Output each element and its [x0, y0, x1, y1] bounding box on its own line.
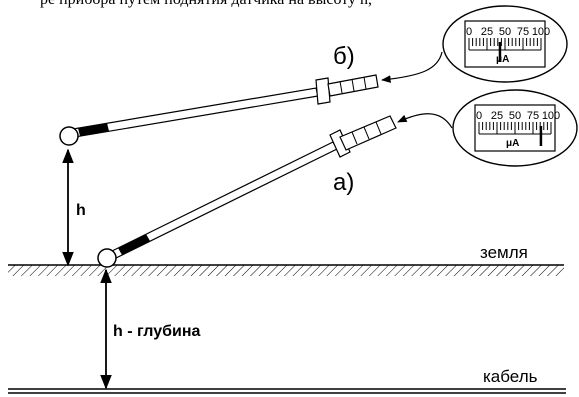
probe-b: [59, 74, 379, 146]
meter-top-tick-label: 75: [517, 26, 529, 38]
meter-top-tick-label: 50: [499, 26, 511, 38]
probe-a: [97, 115, 397, 268]
cable-line: [8, 388, 566, 394]
height-label: h: [76, 202, 86, 219]
cable-label: кабель: [483, 367, 538, 386]
meter-top-tick-label: 0: [466, 26, 472, 38]
ground-label: земля: [480, 243, 528, 262]
ground-surface: [8, 264, 564, 276]
wire-a: [397, 113, 453, 129]
meter-bottom-tick-label: 75: [527, 110, 539, 122]
meter-bottom-unit: μA: [506, 138, 519, 149]
meter-bottom-tick-label: 0: [476, 110, 482, 122]
position-b-label: б): [333, 43, 355, 70]
wire-b: [381, 51, 443, 83]
meter-bottom-tick-label: 50: [509, 110, 521, 122]
position-a-label: а): [333, 169, 354, 196]
meter-top-tick-label: 100: [532, 26, 550, 38]
meter-bottom-tick-label: 100: [542, 110, 560, 122]
meter-top-unit: μA: [496, 54, 509, 65]
caption-fragment: ре прибора путем поднятия датчика на выс…: [40, 0, 372, 9]
meter-bottom-tick-label: 25: [491, 110, 503, 122]
meter-top-tick-label: 25: [481, 26, 493, 38]
depth-label: h - глубина: [113, 323, 200, 340]
